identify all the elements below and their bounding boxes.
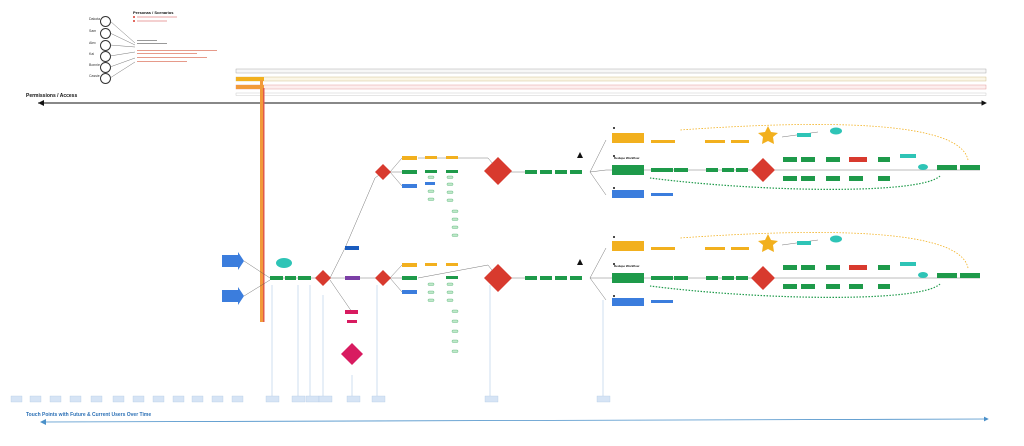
entry-nodes — [270, 246, 363, 365]
upper-workflow — [612, 126, 980, 198]
touchpoints-label: Touch Points with Future & Current Users… — [26, 412, 152, 418]
persona-connectors — [109, 20, 136, 79]
touchpoint-droplines — [271, 285, 604, 396]
workflow-title-lower: Dedupe Workflow — [614, 264, 640, 268]
persona-name: Kai — [89, 52, 95, 56]
upper-branch — [375, 152, 583, 188]
persona-avatar-icon — [100, 73, 111, 84]
persona-name: Dakota — [89, 17, 101, 21]
persona-name: Sam — [89, 29, 97, 33]
sub-task-pills — [427, 175, 459, 353]
permissions-access-label: Permissions / Access — [26, 93, 78, 99]
persona-name: Cassie — [89, 74, 100, 78]
flow-connectors — [243, 131, 980, 313]
workflow-title-upper: Dedupe Workflow — [614, 156, 640, 160]
marker-dots — [613, 127, 615, 297]
persona-name: Bonnie — [89, 63, 100, 67]
touchpoints-timeline — [43, 416, 989, 423]
feedback-loops — [649, 124, 969, 298]
persona-avatar-icon — [100, 28, 111, 39]
swimlane-bars — [235, 68, 987, 96]
persona-avatar-icon — [100, 51, 111, 62]
touchpoint-boxes — [10, 395, 611, 403]
persona-name: Alex — [89, 41, 96, 45]
entry-arrows — [222, 252, 244, 305]
lower-workflow — [612, 234, 980, 306]
persona-avatar-icon — [100, 62, 111, 73]
persona-avatar-icon — [100, 40, 111, 51]
lower-branch — [375, 259, 583, 294]
personas-title: Personas / Scenarios — [133, 10, 174, 15]
orange-timeline-bar — [260, 80, 263, 322]
persona-legend — [133, 16, 217, 62]
